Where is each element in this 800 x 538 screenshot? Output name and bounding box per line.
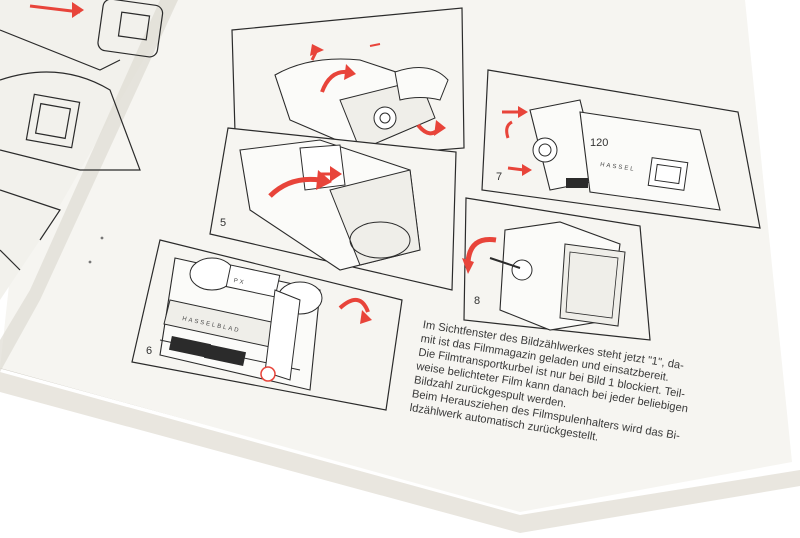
panel-7: 120 HASSEL 7: [481, 69, 761, 229]
panel-5: 5: [209, 127, 457, 291]
panel-6: PX HASSELBLAD 6: [131, 239, 403, 411]
left-page-drawings: [0, 0, 164, 271]
panel-number: 7: [496, 171, 502, 183]
panel-8: 8: [462, 197, 651, 341]
panel-number: 6: [146, 345, 152, 357]
film-type-label: PX: [233, 278, 246, 286]
panel-number: 8: [474, 295, 480, 307]
film-number-label: 120: [590, 137, 608, 149]
panel-number: 5: [220, 217, 226, 229]
gutter: [0, 0, 178, 372]
panel-4: 4: [231, 7, 465, 167]
brand-label: HASSEL: [600, 162, 636, 173]
